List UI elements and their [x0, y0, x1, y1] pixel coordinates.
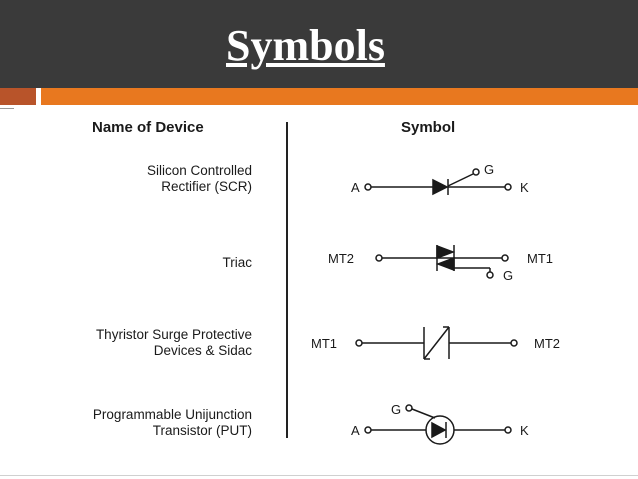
device-name-tspd: Thyristor Surge Protective Devices & Sid…	[96, 327, 252, 359]
sidac-pin-mt2: MT2	[534, 336, 560, 351]
margin-tick	[0, 108, 14, 109]
triac-pin-mt1: MT1	[527, 251, 553, 266]
title-bar	[0, 0, 638, 88]
slide-title: Symbols	[226, 21, 385, 70]
accent-bar-orange	[41, 88, 638, 105]
put-pin-a: A	[351, 423, 360, 438]
device-name-line: Rectifier (SCR)	[161, 179, 252, 194]
device-name-line: Triac	[222, 255, 253, 270]
device-name-line: Transistor (PUT)	[152, 423, 252, 438]
put-pin-g: G	[391, 402, 401, 417]
device-name-line: Thyristor Surge Protective	[95, 327, 252, 342]
accent-gap	[36, 88, 41, 105]
triac-pin-mt2: MT2	[328, 251, 354, 266]
device-name-line: Silicon Controlled	[146, 163, 252, 178]
scr-pin-a: A	[351, 180, 360, 195]
device-name-put: Programmable Unijunction Transistor (PUT…	[93, 407, 252, 439]
device-name-scr: Silicon Controlled Rectifier (SCR)	[147, 163, 252, 195]
sidac-symbol	[355, 326, 518, 360]
header-symbol: Symbol	[401, 119, 456, 136]
accent-bar-dark	[0, 88, 36, 105]
scr-symbol	[364, 168, 512, 196]
device-name-triac: Triac	[223, 255, 253, 271]
device-name-line: Devices & Sidac	[153, 343, 252, 358]
scr-pin-g: G	[484, 162, 494, 177]
sidac-pin-mt1: MT1	[311, 336, 337, 351]
header-name-of-device: Name of Device	[92, 119, 204, 136]
triac-pin-g: G	[503, 268, 513, 283]
scr-pin-k: K	[520, 180, 529, 195]
put-pin-k: K	[520, 423, 529, 438]
device-name-line: Programmable Unijunction	[92, 407, 252, 422]
triac-symbol	[375, 244, 509, 279]
column-divider	[286, 122, 288, 438]
bottom-rule	[0, 475, 638, 476]
put-symbol	[364, 404, 512, 445]
